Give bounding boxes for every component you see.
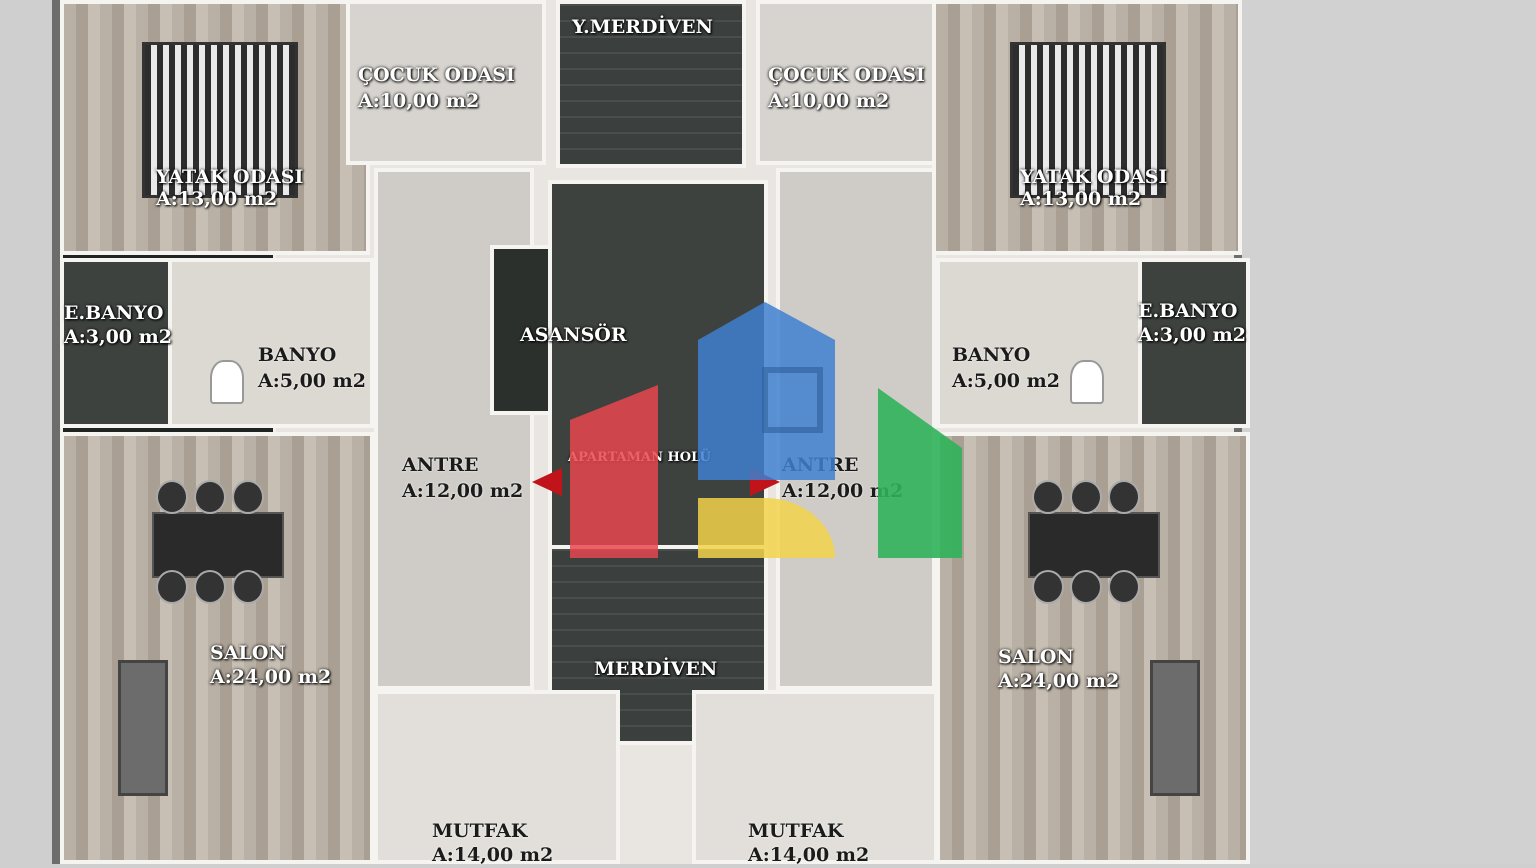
chair	[232, 570, 264, 604]
sofa-right	[1150, 660, 1200, 796]
label-antre-right-area: A:12,00 m2	[782, 480, 904, 502]
chair	[156, 480, 188, 514]
label-cocuk-right: ÇOCUK ODASI	[768, 64, 925, 86]
label-salon-left-area: A:24,00 m2	[210, 666, 332, 688]
background-panel	[1242, 0, 1536, 864]
sofa-left	[118, 660, 168, 796]
label-cocuk-left: ÇOCUK ODASI	[358, 64, 515, 86]
room-banyo-right	[936, 258, 1142, 428]
label-yatak-left-area: A:13,00 m2	[156, 188, 278, 210]
room-y-merdiven	[556, 0, 746, 168]
label-mutfak-left: MUTFAK	[432, 820, 528, 842]
label-asansor: ASANSÖR	[520, 324, 627, 346]
dining-table-right	[1028, 512, 1160, 578]
logo-window	[762, 367, 823, 433]
chair	[1108, 480, 1140, 514]
label-antre-left: ANTRE	[402, 454, 479, 476]
label-ebanyo-left: E.BANYO	[64, 302, 164, 324]
label-banyo-left-area: A:5,00 m2	[258, 370, 366, 392]
label-ebanyo-right-area: A:3,00 m2	[1138, 324, 1246, 346]
room-mutfak-left	[374, 690, 620, 864]
label-ebanyo-right: E.BANYO	[1138, 300, 1238, 322]
logo-red-piece	[570, 385, 658, 558]
toilet-left	[210, 360, 244, 404]
chair	[1070, 480, 1102, 514]
label-yatak-left: YATAK ODASI	[156, 166, 304, 188]
entry-arrow-left-icon	[532, 468, 562, 496]
bed-left	[142, 42, 298, 198]
house-logo-icon	[570, 302, 962, 558]
chair	[194, 570, 226, 604]
label-cocuk-left-area: A:10,00 m2	[358, 90, 480, 112]
chair	[1032, 570, 1064, 604]
chair	[156, 570, 188, 604]
label-mutfak-right: MUTFAK	[748, 820, 844, 842]
label-yatak-right-area: A:13,00 m2	[1020, 188, 1142, 210]
room-mutfak-right	[692, 690, 938, 864]
label-banyo-left: BANYO	[258, 344, 337, 366]
logo-green-piece	[878, 388, 962, 558]
label-ebanyo-left-area: A:3,00 m2	[64, 326, 172, 348]
label-y-merdiven: Y.MERDİVEN	[572, 16, 713, 38]
chair	[232, 480, 264, 514]
label-salon-left: SALON	[210, 642, 286, 664]
label-mutfak-left-area: A:14,00 m2	[432, 844, 554, 866]
chair	[1108, 570, 1140, 604]
label-salon-right: SALON	[998, 646, 1074, 668]
bed-right	[1010, 42, 1166, 198]
label-cocuk-right-area: A:10,00 m2	[768, 90, 890, 112]
toilet-right	[1070, 360, 1104, 404]
label-salon-right-area: A:24,00 m2	[998, 670, 1120, 692]
label-mutfak-right-area: A:14,00 m2	[748, 844, 870, 866]
label-banyo-right-area: A:5,00 m2	[952, 370, 1060, 392]
chair	[1070, 570, 1102, 604]
label-merdiven: MERDİVEN	[594, 658, 718, 680]
chair	[194, 480, 226, 514]
chair	[1032, 480, 1064, 514]
room-ebanyo-left	[60, 258, 172, 428]
label-banyo-right: BANYO	[952, 344, 1031, 366]
logo-yellow-piece	[698, 498, 835, 558]
label-yatak-right: YATAK ODASI	[1020, 166, 1168, 188]
room-ebanyo-right	[1138, 258, 1250, 428]
dining-table-left	[152, 512, 284, 578]
room-banyo-left	[168, 258, 374, 428]
label-antre-left-area: A:12,00 m2	[402, 480, 524, 502]
room-cocuk-left	[346, 0, 546, 165]
